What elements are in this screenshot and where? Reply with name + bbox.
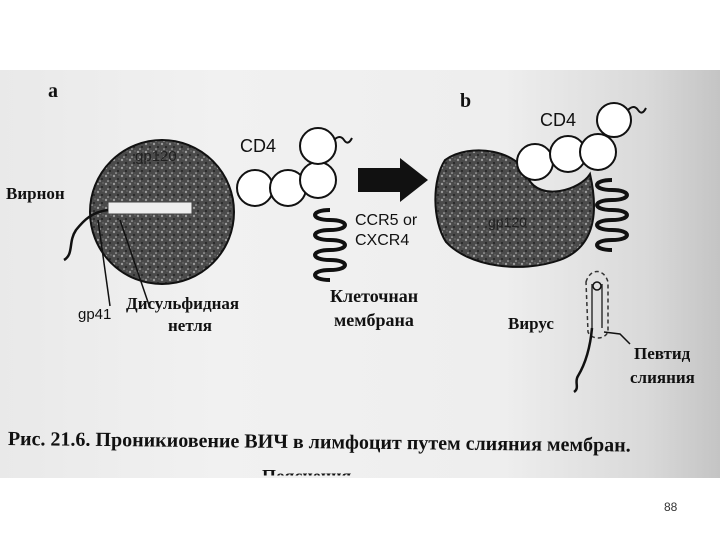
hiv-fusion-diagram <box>63 102 647 394</box>
gp120-label-b: gp120 <box>488 214 527 230</box>
cd4-domains-a <box>236 127 337 207</box>
fusion-peptide-head <box>592 281 602 291</box>
disulfide-label-line1: Дисульфидная <box>126 294 240 313</box>
coreceptor-label-line2: CXCR4 <box>355 232 410 249</box>
cd4-label-a: CD4 <box>240 136 277 156</box>
fusion-peptide-label-line2: слияния <box>630 368 695 387</box>
fusion-peptide-label-line1: Певтид <box>634 344 691 363</box>
scanned-figure: a b gp120 CD4 Вирнон gp41 Дисульфидная н… <box>0 70 720 478</box>
fusion-peptide-inner <box>591 284 603 328</box>
cd4-domains-b <box>516 102 632 181</box>
coreceptor-label-line1: CCR5 or <box>355 212 418 229</box>
panel-b-label: b <box>460 90 472 112</box>
gp120-label-a: gp120 <box>135 148 177 165</box>
membrane-label-line1: Клеточнан <box>330 286 419 306</box>
fusion-peptide-pointer <box>603 331 631 345</box>
coreceptor-coil-a <box>313 208 347 282</box>
fusion-peptide-tail <box>573 327 594 394</box>
panel-a-label: a <box>48 80 58 102</box>
gp41-tail <box>63 208 109 262</box>
coreceptor-coil-b <box>595 178 629 252</box>
cd4-label-b: CD4 <box>540 110 577 130</box>
gp41-label: gp41 <box>78 306 112 323</box>
cd4-tip-a <box>333 136 353 144</box>
gp41-bar <box>107 201 193 215</box>
disulfide-label-line2: нетля <box>168 316 213 335</box>
page-number: 88 <box>664 500 678 514</box>
cd4-tip-b <box>627 106 647 114</box>
virion-label: Вирнон <box>6 184 65 203</box>
gp41-pointer-line <box>97 219 111 307</box>
disulfide-pointer-line <box>119 219 151 309</box>
transition-arrow <box>358 158 428 202</box>
membrane-label-line2: мембрана <box>334 310 414 330</box>
virus-label: Вирус <box>508 314 554 333</box>
figure-caption-continuation: Пояснения <box>262 466 352 478</box>
